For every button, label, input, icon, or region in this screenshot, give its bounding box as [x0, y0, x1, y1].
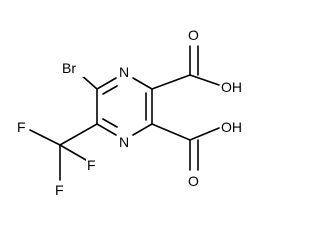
atom-f-bottom: F — [55, 182, 64, 198]
atom-o-top-carbonyl: O — [188, 27, 199, 43]
atom-f-left: F — [17, 119, 26, 135]
atom-n-bottom: N — [119, 134, 129, 150]
chemical-structure-diagram: Br N N O OH O OH F F F — [16, 26, 246, 199]
bond-c3-nbottom — [132, 123, 153, 136]
bond-nbottom-ccf3 — [96, 123, 117, 136]
atom-labels: Br N N O OH O OH F F F — [16, 26, 246, 199]
atom-n-top: N — [119, 64, 129, 80]
bond-cf3-f-left — [29, 129, 61, 146]
bond-cbr-ntop-inner — [102, 85, 118, 95]
atom-oh-bottom: OH — [221, 119, 242, 135]
atom-oh-top: OH — [221, 79, 242, 95]
bond-cbr-ntop — [96, 77, 117, 90]
bond-c3-carboxyl-bottom — [151, 123, 191, 141]
atom-o-bottom-carbonyl: O — [188, 173, 199, 189]
bond-ring-cf3 — [59, 123, 98, 146]
atom-f-middle: F — [87, 157, 96, 173]
bond-carboxyl-bottom-oh — [189, 127, 220, 141]
bond-ntop-c2 — [132, 77, 153, 90]
atom-br: Br — [62, 60, 76, 76]
bond-nbottom-ccf3-inner — [102, 118, 118, 128]
bond-c2-carboxyl-top — [151, 74, 191, 90]
bond-carboxyl-top-oh — [189, 74, 220, 86]
bond-cf3-f-middle — [59, 144, 87, 161]
pyrazine-ring-bonds — [96, 77, 153, 136]
substituent-bonds — [29, 45, 220, 181]
